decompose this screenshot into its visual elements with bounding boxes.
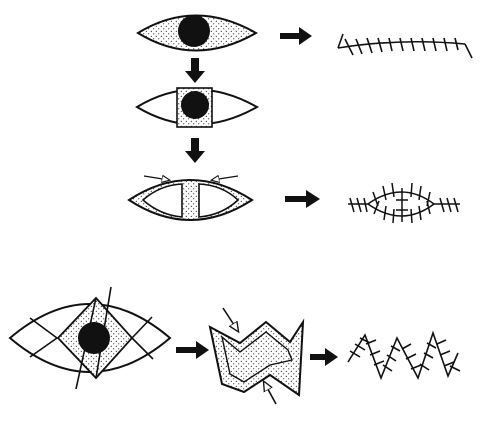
- zigzag-suture: [347, 330, 461, 381]
- linear-suture: [337, 33, 473, 59]
- z-plasty-flaps: [208, 318, 305, 397]
- down-arrow-icon: [185, 138, 205, 163]
- spindle-suture: [348, 182, 460, 224]
- lesion: [181, 91, 209, 119]
- excision-4: [8, 286, 172, 390]
- right-arrow-icon: [280, 27, 312, 45]
- excision-3: [127, 179, 254, 221]
- lesion: [178, 15, 210, 47]
- right-arrow-icon: [285, 190, 320, 208]
- small-arrow-icon: [143, 176, 239, 180]
- excision-2: [135, 87, 260, 128]
- small-arrow-icon: [222, 307, 277, 405]
- down-arrow-icon: [185, 58, 205, 83]
- right-arrow-icon: [176, 341, 209, 359]
- lesion: [78, 322, 110, 354]
- excision-1: [136, 14, 259, 52]
- right-arrow-icon: [310, 348, 338, 366]
